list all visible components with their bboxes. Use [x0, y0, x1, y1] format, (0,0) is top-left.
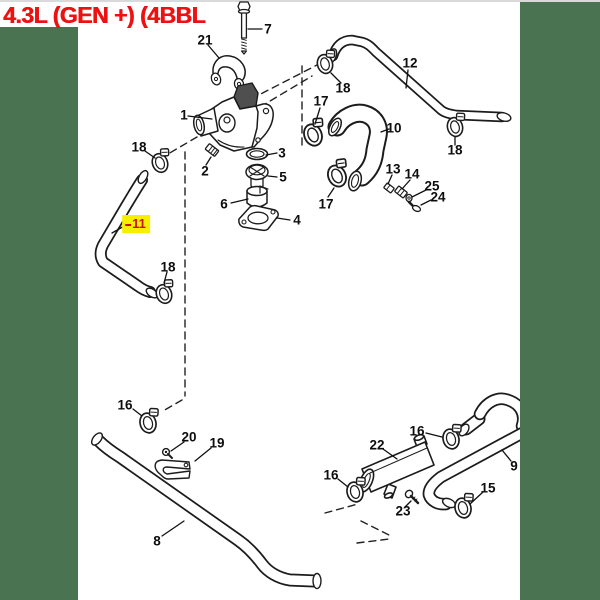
title-strip-background [0, 0, 80, 27]
muffler-22 [358, 433, 435, 499]
callout-20[interactable]: 20 [181, 429, 197, 445]
callout-1[interactable]: 1 [180, 107, 188, 123]
callout-22[interactable]: 22 [369, 437, 385, 453]
washer-25 [405, 193, 413, 203]
thermostat-5 [245, 163, 269, 190]
fitting-2 [204, 143, 220, 157]
callout-18[interactable]: 18 [131, 139, 147, 155]
bracket-21 [210, 55, 246, 91]
oring-3 [245, 147, 269, 161]
callout-leader-lines [111, 28, 512, 537]
callout-19[interactable]: 19 [209, 435, 225, 451]
clamp-15 [451, 490, 480, 521]
callout-12[interactable]: 12 [402, 55, 418, 71]
callout-25[interactable]: 25 [424, 178, 440, 194]
gasket-4 [238, 204, 279, 232]
callout-17[interactable]: 17 [313, 93, 329, 109]
clamp-17-upper [298, 114, 332, 150]
bracket-19 [154, 459, 191, 480]
hose-8 [90, 432, 322, 590]
fitting-14 [394, 185, 408, 199]
bolt-7 [237, 1, 251, 55]
callout-14[interactable]: 14 [404, 166, 420, 182]
callout-13[interactable]: 13 [385, 161, 401, 177]
thermostat-housing-1 [192, 82, 274, 152]
sleeve-6 [246, 185, 269, 208]
callout-17[interactable]: 17 [318, 196, 334, 212]
screw-20 [161, 447, 173, 459]
clamp-18-left-upper [147, 145, 177, 176]
fitting-13 [383, 182, 395, 194]
callout-2[interactable]: 2 [201, 163, 209, 179]
callout-11[interactable]: 11 [122, 215, 150, 233]
callout-16[interactable]: 16 [117, 397, 133, 413]
callout-15[interactable]: 15 [480, 480, 496, 496]
top-border-line [0, 0, 600, 2]
callout-24[interactable]: 24 [430, 189, 446, 205]
hose-11 [94, 169, 159, 299]
callout-7[interactable]: 7 [264, 21, 272, 37]
screw-24 [407, 200, 422, 213]
callout-8[interactable]: 8 [153, 533, 161, 549]
page-title: 4.3L (GEN +) (4BBL [3, 2, 206, 28]
callout-18[interactable]: 18 [447, 142, 463, 158]
clamp-18-left-lower [151, 276, 181, 307]
callout-6[interactable]: 6 [220, 196, 228, 212]
callout-18[interactable]: 18 [160, 259, 176, 275]
callout-5[interactable]: 5 [279, 169, 287, 185]
callout-3[interactable]: 3 [278, 145, 286, 161]
callout-18[interactable]: 18 [335, 80, 351, 96]
hose-9 [422, 392, 520, 511]
hose-10 [327, 103, 388, 192]
clamp-16-left [136, 405, 165, 436]
callout-21[interactable]: 21 [197, 32, 213, 48]
dashed-assembly-lines [162, 63, 392, 544]
callout-16[interactable]: 16 [323, 467, 339, 483]
callout-23[interactable]: 23 [395, 503, 411, 519]
callout-9[interactable]: 9 [510, 458, 518, 474]
screw-23 [404, 489, 420, 505]
callout-4[interactable]: 4 [293, 212, 301, 228]
callout-16[interactable]: 16 [409, 423, 425, 439]
callout-10[interactable]: 10 [386, 120, 402, 136]
